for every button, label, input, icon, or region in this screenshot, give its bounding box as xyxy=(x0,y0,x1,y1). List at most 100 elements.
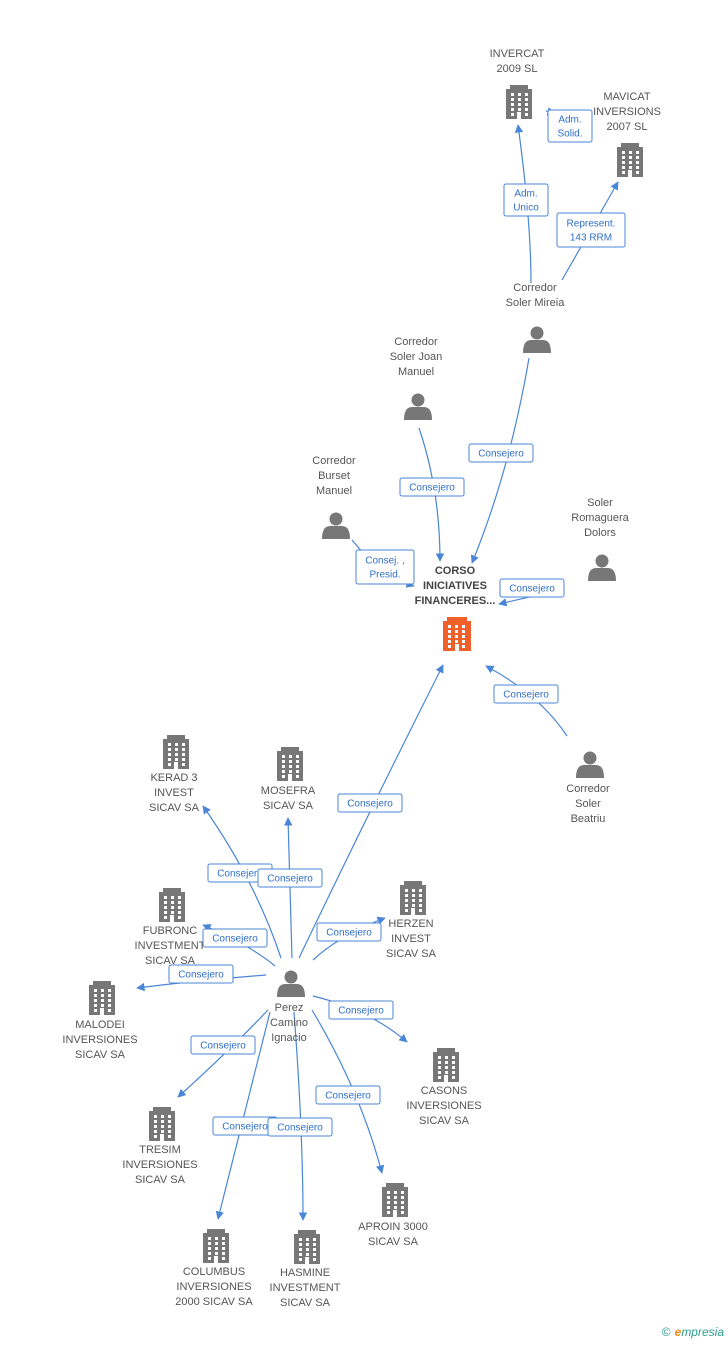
edge-label-perez-to-mosefra[interactable]: Consejero xyxy=(257,868,323,888)
node-label: Romaguera xyxy=(571,512,629,524)
footer-brand: ©empresia xyxy=(662,1325,724,1339)
edge-label-text: Consejero xyxy=(347,799,393,810)
edge-label-box[interactable] xyxy=(547,109,593,143)
node-label: INVERCAT xyxy=(490,48,545,60)
edge-label-text: Represent. xyxy=(567,219,616,230)
edge-perez-to-mosefra xyxy=(284,817,293,959)
node-label: Corredor xyxy=(394,336,438,348)
edge-label-text: Unico xyxy=(513,203,539,214)
node-label: 2009 SL xyxy=(497,63,538,75)
person-icon[interactable] xyxy=(322,512,350,540)
node-label: FINANCERES... xyxy=(415,595,496,607)
building-icon[interactable] xyxy=(433,1048,459,1082)
edge-label-mireia-to-invercat[interactable]: Adm.Unico xyxy=(503,183,549,217)
person-icon[interactable] xyxy=(404,393,432,421)
edge-label-perez-to-tresim[interactable]: Consejero xyxy=(190,1035,256,1055)
edge-label-box[interactable] xyxy=(315,1085,381,1105)
edge-label-box[interactable] xyxy=(355,549,415,585)
edge-label-box[interactable] xyxy=(556,212,626,248)
building-icon[interactable] xyxy=(203,1229,229,1263)
building-icon[interactable] xyxy=(506,85,532,119)
node-label: COLUMBUS xyxy=(183,1266,245,1278)
building-icon[interactable] xyxy=(400,881,426,915)
edge-label-box[interactable] xyxy=(316,922,382,942)
edge-label-mireia-to-mavicat[interactable]: Represent.143 RRM xyxy=(556,212,626,248)
building-icon[interactable] xyxy=(149,1107,175,1141)
edge-label-perez-to-casons[interactable]: Consejero xyxy=(328,1000,394,1020)
node-label: Corredor xyxy=(566,783,610,795)
node-label: INVESTMENT xyxy=(270,1282,341,1294)
node-label: MALODEI xyxy=(75,1019,125,1031)
edge-label-perez-to-herzen[interactable]: Consejero xyxy=(316,922,382,942)
person-icon[interactable] xyxy=(277,970,305,998)
node-label: INVERSIONES xyxy=(62,1034,137,1046)
edge-label-perez-to-hasmine[interactable]: Consejero xyxy=(267,1117,333,1137)
edge-label-perez-to-columbus[interactable]: Consejero xyxy=(212,1116,278,1136)
building-icon[interactable] xyxy=(294,1230,320,1264)
node-invercat[interactable]: INVERCAT 2009 SL xyxy=(490,48,545,119)
edge-label-box[interactable] xyxy=(202,928,268,948)
node-label: INVERSIONS xyxy=(593,106,661,118)
edge-label-box[interactable] xyxy=(257,868,323,888)
edge-label-box[interactable] xyxy=(267,1117,333,1137)
node-label: Soler Mireia xyxy=(506,297,566,309)
edge-label-box[interactable] xyxy=(503,183,549,217)
node-label: MOSEFRA xyxy=(261,785,316,797)
edge-label-invercat-to-mavicat[interactable]: Adm.Solid. xyxy=(547,109,593,143)
building-icon[interactable] xyxy=(163,735,189,769)
edge-label-perez-to-malodei[interactable]: Consejero xyxy=(168,964,234,984)
node-label: Beatriu xyxy=(571,813,606,825)
node-label: INVERSIONES xyxy=(122,1159,197,1171)
edge-label-box[interactable] xyxy=(190,1035,256,1055)
edge-label-box[interactable] xyxy=(499,578,565,598)
edge-label-box[interactable] xyxy=(328,1000,394,1020)
edge-label-box[interactable] xyxy=(468,443,534,463)
edge-label-box[interactable] xyxy=(337,793,403,813)
building-icon[interactable] xyxy=(617,143,643,177)
building-icon[interactable] xyxy=(277,747,303,781)
edge-label-joan-to-corso[interactable]: Consejero xyxy=(399,477,465,497)
edge-label-box[interactable] xyxy=(168,964,234,984)
person-icon[interactable] xyxy=(523,326,551,354)
edge-label-perez-to-fubronc[interactable]: Consejero xyxy=(202,928,268,948)
building-icon[interactable] xyxy=(159,888,185,922)
edge-label-text: Consejero xyxy=(178,970,224,981)
node-label: SICAV SA xyxy=(368,1236,419,1248)
edge-label-beatriu-to-corso[interactable]: Consejero xyxy=(493,684,559,704)
person-icon[interactable] xyxy=(588,554,616,582)
edge-label-perez-to-corso[interactable]: Consejero xyxy=(337,793,403,813)
node-corso[interactable]: CORSOINICIATIVESFINANCERES... xyxy=(415,565,496,651)
building-icon[interactable] xyxy=(382,1183,408,1217)
building-icon[interactable] xyxy=(89,981,115,1015)
edge-label-mireia-to-corso[interactable]: Consejero xyxy=(468,443,534,463)
edge-label-burset-to-corso[interactable]: Consej. ,Presid. xyxy=(355,549,415,585)
edge-label-text: Consejero xyxy=(478,449,524,460)
edge-label-box[interactable] xyxy=(493,684,559,704)
edge-label-box[interactable] xyxy=(399,477,465,497)
edge-label-text: Consejero xyxy=(509,584,555,595)
person-icon[interactable] xyxy=(576,751,604,779)
edge-label-text: Consejero xyxy=(326,928,372,939)
edge-label-perez-to-aproin[interactable]: Consejero xyxy=(315,1085,381,1105)
edge-label-text: Consejero xyxy=(325,1091,371,1102)
edge-label-dolors-to-corso[interactable]: Consejero xyxy=(499,578,565,598)
building-icon[interactable] xyxy=(443,617,471,651)
